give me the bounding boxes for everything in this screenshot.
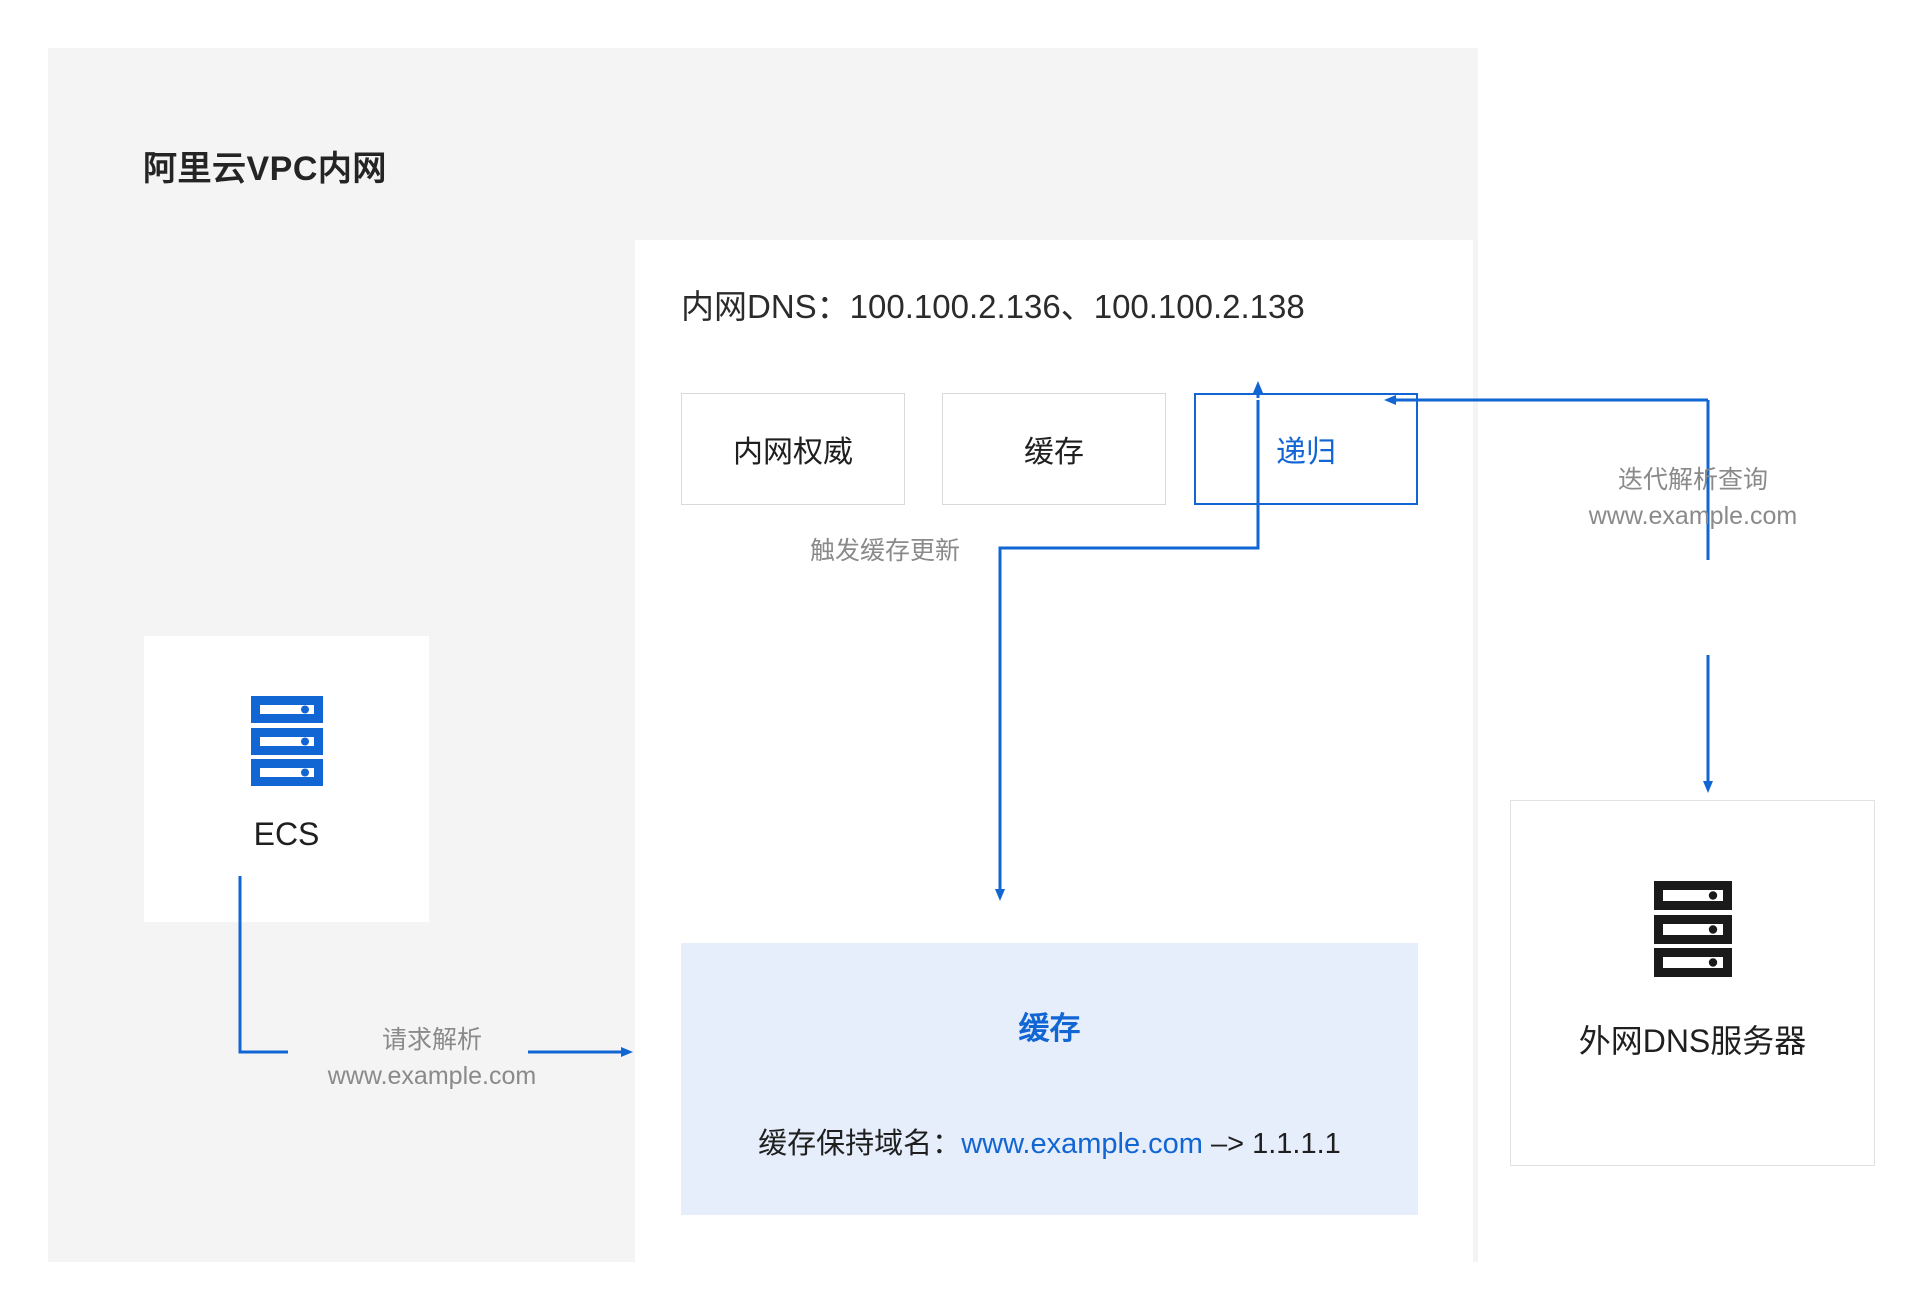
external-dns-node[interactable]: 外网DNS服务器 bbox=[1510, 800, 1875, 1166]
role-box-cache[interactable]: 缓存 bbox=[942, 393, 1166, 505]
role-box-internal-authority[interactable]: 内网权威 bbox=[681, 393, 905, 505]
edge-label-line1: 触发缓存更新 bbox=[809, 537, 960, 565]
edge-label-request: 请求解析 www.example.com bbox=[232, 1022, 632, 1095]
external-dns-node-label: 外网DNS服务器 bbox=[1578, 1023, 1807, 1059]
ecs-node-label: ECS bbox=[253, 816, 320, 852]
edge-label-line2: www.example.com bbox=[327, 1062, 537, 1091]
cache-result-title: 缓存 bbox=[1018, 1011, 1081, 1046]
edge-label-cache-refresh: 触发缓存更新 bbox=[745, 533, 1025, 569]
edge-label-line1: 迭代解析查询 bbox=[1617, 466, 1768, 494]
edge-label-iterative-query: 迭代解析查询 www.example.com bbox=[1520, 462, 1866, 535]
role-box-label: 内网权威 bbox=[733, 436, 853, 469]
internal-dns-header: 内网DNS：100.100.2.136、100.100.2.138 bbox=[681, 288, 1305, 325]
vpc-title: 阿里云VPC内网 bbox=[143, 150, 387, 188]
cache-result-box: 缓存 缓存保持域名：www.example.com –> 1.1.1.1 bbox=[681, 943, 1418, 1215]
role-box-label: 缓存 bbox=[1024, 436, 1084, 469]
edge-label-line1: 请求解析 bbox=[381, 1026, 482, 1054]
cache-record-prefix: 缓存保持域名： bbox=[758, 1128, 962, 1160]
edge-label-line2: www.example.com bbox=[1588, 502, 1798, 531]
server-icon bbox=[250, 696, 323, 791]
ecs-node[interactable]: ECS bbox=[144, 636, 429, 922]
cache-record-domain: www.example.com bbox=[961, 1128, 1203, 1160]
server-icon bbox=[1653, 881, 1732, 982]
cache-result-record: 缓存保持域名：www.example.com –> 1.1.1.1 bbox=[681, 1120, 1418, 1162]
role-box-recursive[interactable]: 递归 bbox=[1194, 393, 1418, 505]
cache-record-suffix: –> 1.1.1.1 bbox=[1202, 1128, 1341, 1160]
role-box-label: 递归 bbox=[1276, 436, 1336, 469]
